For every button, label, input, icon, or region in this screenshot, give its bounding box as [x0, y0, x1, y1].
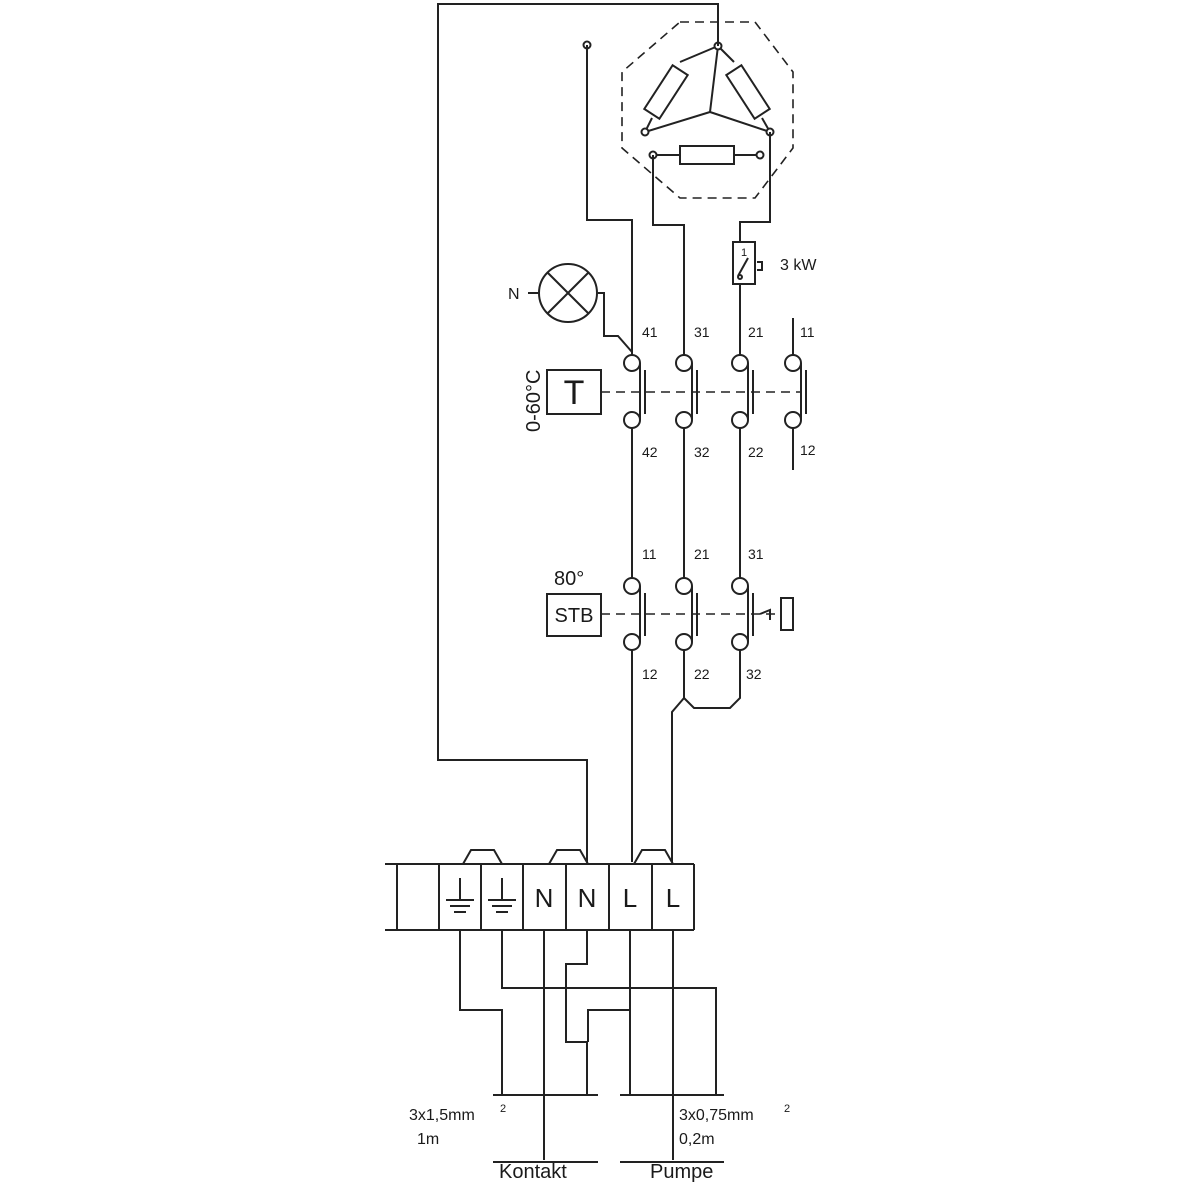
terminal-l2: L	[666, 883, 680, 913]
terminal-block: N N L L	[385, 849, 695, 931]
pump-cable-spec-sup: 2	[784, 1103, 790, 1115]
heating-element	[582, 21, 794, 199]
thermostat-terminal-32: 32	[694, 444, 710, 460]
thermostat-contact-41-42	[623, 354, 646, 429]
heater-resistor-bottom	[653, 145, 760, 165]
stb-contact-21-22	[675, 577, 698, 651]
stb-terminal-31: 31	[748, 546, 764, 562]
limiter-3kw: 1 3 kW	[732, 241, 817, 285]
lamp-label: N	[508, 286, 520, 303]
terminal-n1: N	[535, 883, 554, 913]
thermostat: T 0-60°C 41 31 21 11 42 32 22 12	[523, 324, 816, 460]
stb-terminal-21: 21	[694, 546, 710, 562]
thermostat-contact-11-12	[784, 354, 807, 429]
thermostat-range: 0-60°C	[523, 370, 545, 432]
cable-contact-labels: 3x1,5mm 2 1m Kontakt	[409, 1103, 567, 1183]
thermostat-contact-21-22	[731, 354, 754, 429]
limiter-rating: 3 kW	[780, 257, 817, 274]
stb-reset-button	[759, 597, 794, 631]
pump-cable-length: 0,2m	[679, 1131, 715, 1148]
cable-wiring	[459, 930, 724, 1163]
stb-terminal-32: 32	[746, 666, 762, 682]
stb-contact-11-12	[623, 577, 646, 651]
ground-terminal-2-icon	[488, 878, 516, 913]
thermostat-box	[546, 369, 602, 415]
pump-cable-spec: 3x0,75mm	[679, 1107, 754, 1124]
heater-housing-outline	[621, 21, 794, 199]
thermostat-contact-31-32	[675, 354, 698, 429]
contact-cable-name: Kontakt	[499, 1161, 567, 1183]
cable-pump-labels: 3x0,75mm 2 0,2m Pumpe	[650, 1103, 790, 1183]
thermostat-terminal-22: 22	[748, 444, 764, 460]
heater-resistor-right	[717, 45, 772, 133]
stb-terminal-12: 12	[642, 666, 658, 682]
limiter-mark: 1	[741, 247, 747, 259]
wires	[437, 3, 794, 862]
thermostat-terminal-12: 12	[800, 442, 816, 458]
thermostat-terminal-11: 11	[800, 324, 815, 340]
thermostat-terminal-21: 21	[748, 324, 764, 340]
stb-contact-31-32	[731, 577, 754, 651]
thermostat-terminal-42: 42	[642, 444, 658, 460]
stb-terminal-22: 22	[694, 666, 710, 682]
stb-box	[546, 593, 602, 637]
contact-cable-spec-sup: 2	[500, 1103, 506, 1115]
ground-terminal-1-icon	[446, 878, 474, 913]
pump-cable-name: Pumpe	[650, 1161, 713, 1183]
heater-star-wiring	[644, 45, 771, 133]
terminal-l1: L	[623, 883, 637, 913]
stb-temperature: 80°	[554, 568, 584, 590]
heater-resistor-left	[642, 45, 719, 133]
safety-limiter: STB 80° 11 21 31 12 22 32	[546, 546, 794, 682]
thermostat-terminal-31: 31	[694, 324, 710, 340]
contact-cable-spec: 3x1,5mm	[409, 1107, 475, 1124]
indicator-lamp: N	[508, 263, 598, 323]
stb-symbol: STB	[555, 605, 594, 627]
thermostat-terminal-41: 41	[642, 324, 658, 340]
stb-terminal-11: 11	[642, 546, 657, 562]
contact-cable-length: 1m	[417, 1131, 439, 1148]
terminal-n2: N	[578, 883, 597, 913]
thermostat-symbol: T	[564, 374, 585, 412]
